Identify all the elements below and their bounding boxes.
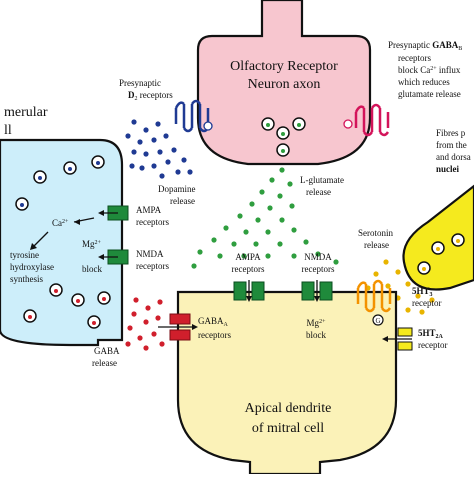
center-nmda-label-1: NMDA (304, 252, 332, 262)
g-protein-symbol: G (375, 317, 380, 325)
center-ampa-label-2: receptors (232, 264, 265, 274)
gaba-b-g-protein-icon (344, 120, 352, 128)
center-nmda-receptor (302, 280, 332, 302)
presynaptic-gaba-line3: block Ca2+ influx (398, 65, 461, 75)
gaba-release-label-1: GABA (94, 346, 120, 356)
left-nmda-label-2: receptors (136, 261, 169, 271)
serotonin-label-1: Serotonin (358, 228, 393, 238)
fibres-line2: from the (436, 140, 467, 150)
center-ampa-label-1: AMPA (235, 252, 261, 262)
mitral-cell-title-2: of mitral cell (252, 421, 324, 436)
presynaptic-d2-line2: D2 receptors (128, 90, 173, 102)
ht3-label: 5HT3 (412, 286, 433, 298)
tyrosine-line2: hydroxylase (10, 262, 54, 272)
fibres-line3: and dorsa (436, 152, 471, 162)
left-nmda-label-1: NMDA (136, 249, 164, 259)
serotonin-label-2: release (364, 240, 389, 250)
ht2a-label: 5HT2A (418, 328, 444, 340)
d2-g-protein-icon (204, 122, 212, 130)
gaba-release-label-2: release (92, 358, 117, 368)
presynaptic-gaba-line1: Presynaptic GABAB (388, 40, 462, 52)
gaba-a-label-2: receptors (198, 330, 231, 340)
tyrosine-line3: synthesis (10, 274, 44, 284)
gaba-dots (125, 297, 164, 350)
glomerular-cell (0, 140, 122, 345)
presynaptic-gaba-line2: receptors (398, 53, 431, 63)
mitral-cell-title-1: Apical dendrite (245, 401, 332, 416)
glutamate-label-1: L-glutamate (300, 175, 344, 185)
center-nmda-label-2: receptors (302, 264, 335, 274)
glomerular-label-2: ll (4, 123, 12, 138)
olfactory-neuron-title-2: Neuron axon (248, 77, 321, 92)
fibres-line1: Fibres p (436, 128, 466, 138)
presynaptic-d2-line1: Presynaptic (119, 78, 161, 88)
glutamate-label-2: release (306, 187, 331, 197)
presynaptic-gaba-line5: glutamate release (398, 89, 461, 99)
presynaptic-gaba-line4: which reduces (398, 77, 450, 87)
center-ampa-receptor (234, 280, 264, 302)
left-ampa-label-1: AMPA (136, 205, 162, 215)
dopamine-label-1: Dopamine (158, 184, 196, 194)
left-mg-block: block (82, 264, 102, 274)
ht2a-label-2: receptor (418, 340, 447, 350)
ht3-label-2: receptor (412, 298, 441, 308)
fibres-line4: nuclei (436, 164, 460, 174)
left-ampa-label-2: receptors (136, 217, 169, 227)
dopamine-dots (125, 119, 192, 178)
tyrosine-line1: tyrosine (10, 250, 39, 260)
olfactory-neuron-title-1: Olfactory Receptor (230, 59, 338, 74)
center-mg-block: block (306, 330, 326, 340)
glomerular-label-1: merular (4, 105, 48, 120)
dopamine-label-2: release (170, 196, 195, 206)
